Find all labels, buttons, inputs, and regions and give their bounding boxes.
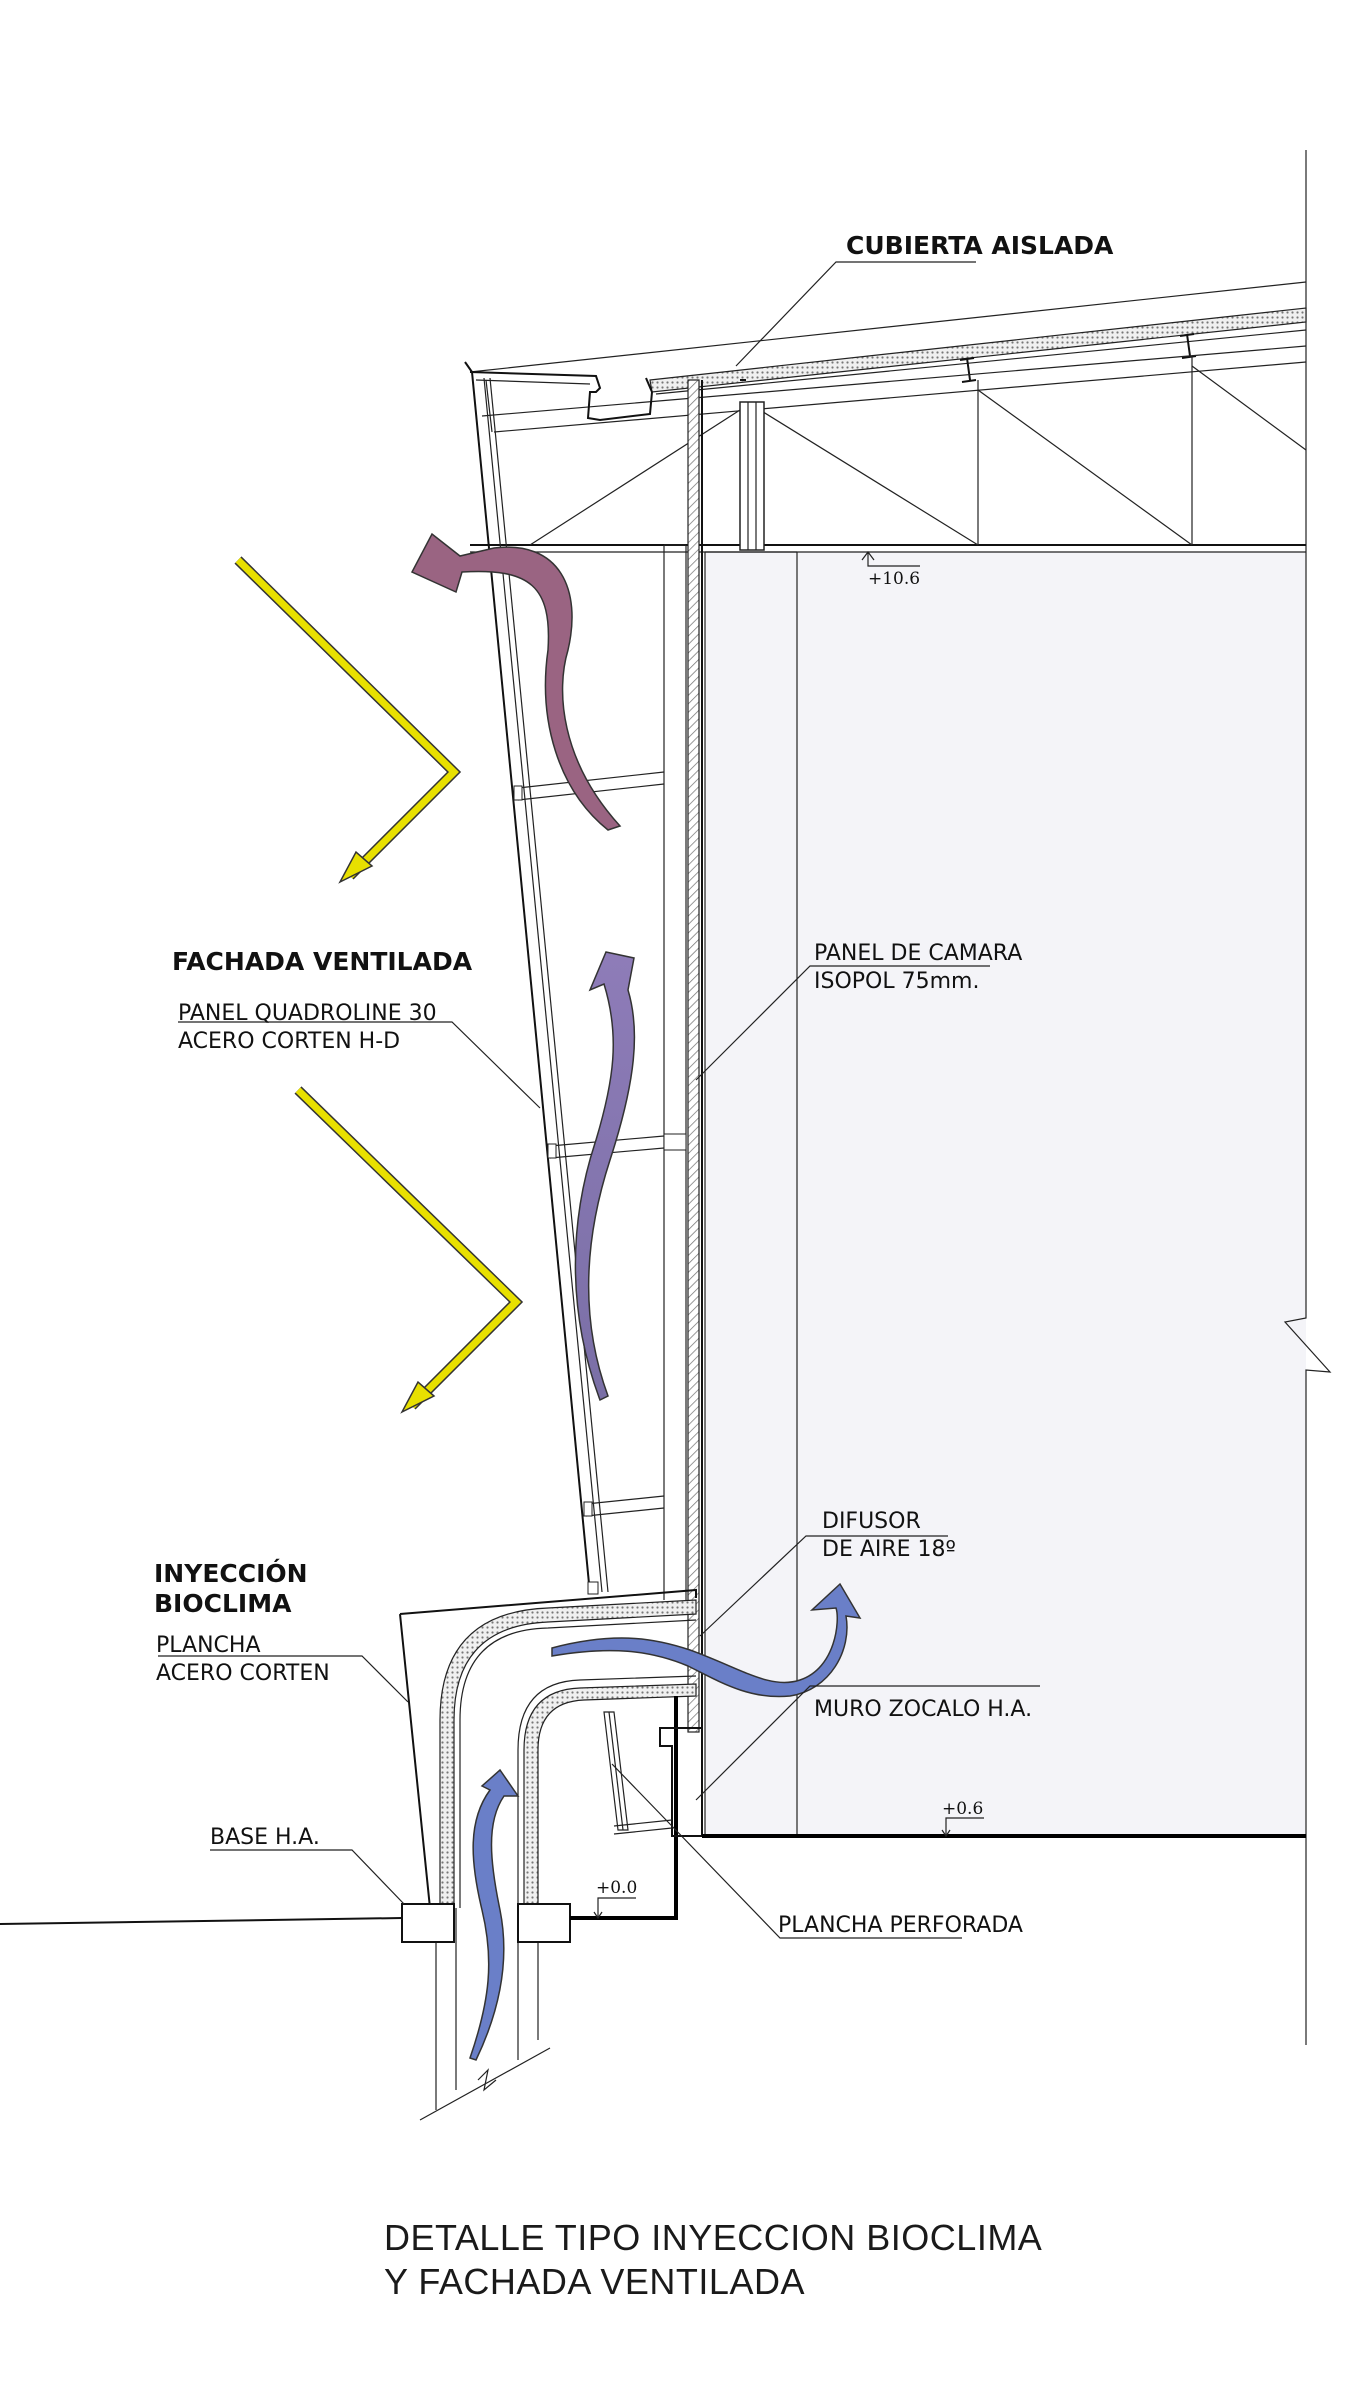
label-fachada-ventilada: FACHADA VENTILADA (172, 947, 473, 976)
labels: CUBIERTA AISLADA FACHADA VENTILADA PANEL… (154, 231, 1114, 1938)
sun-arrow-lower (294, 1086, 524, 1414)
label-panel-quadroline: PANEL QUADROLINE 30 (178, 1001, 437, 1026)
title-line-2: Y FACHADA VENTILADA (384, 2261, 805, 2302)
label-difusor: DIFUSOR (822, 1509, 921, 1534)
title-line-1: DETALLE TIPO INYECCION BIOCLIMA (384, 2217, 1042, 2258)
sun-arrow-upper (234, 556, 462, 884)
label-bioclima: BIOCLIMA (154, 1589, 292, 1618)
label-plancha: PLANCHA (156, 1633, 261, 1658)
ventilated-facade (471, 371, 687, 1595)
cool-air-arrow-intake (469, 1768, 520, 2061)
label-isopol: ISOPOL 75mm. (814, 969, 979, 994)
cool-air-arrow-diffuser (551, 1582, 862, 1698)
drawing-title: DETALLE TIPO INYECCION BIOCLIMA Y FACHAD… (384, 2217, 1042, 2302)
interior-space (704, 150, 1332, 2045)
label-cubierta: CUBIERTA AISLADA (846, 231, 1114, 260)
label-acero-corten-hd: ACERO CORTEN H-D (178, 1029, 400, 1054)
label-difusor-aire: DE AIRE 18º (822, 1537, 956, 1562)
label-panel-camara: PANEL DE CAMARA (814, 941, 1022, 966)
wall-panel (663, 379, 703, 1836)
level-marks: +10.6 +0.6 +0.0 (593, 551, 984, 1920)
roof-truss (464, 281, 1307, 553)
level-ground: +0.0 (596, 1878, 637, 1898)
label-plancha-perforada: PLANCHA PERFORADA (778, 1913, 1023, 1938)
rising-air-arrow (574, 951, 636, 1402)
label-inyeccion: INYECCIÓN (154, 1558, 308, 1588)
hot-air-arrow (410, 532, 622, 831)
label-acero-corten: ACERO CORTEN (156, 1661, 330, 1686)
leader-lines (158, 261, 1040, 1939)
bioclima-duct (0, 1588, 1306, 2121)
level-top: +10.6 (868, 569, 920, 589)
label-base-ha: BASE H.A. (210, 1825, 320, 1850)
level-floor: +0.6 (942, 1799, 983, 1819)
label-muro-zocalo: MURO ZOCALO H.A. (814, 1697, 1032, 1722)
